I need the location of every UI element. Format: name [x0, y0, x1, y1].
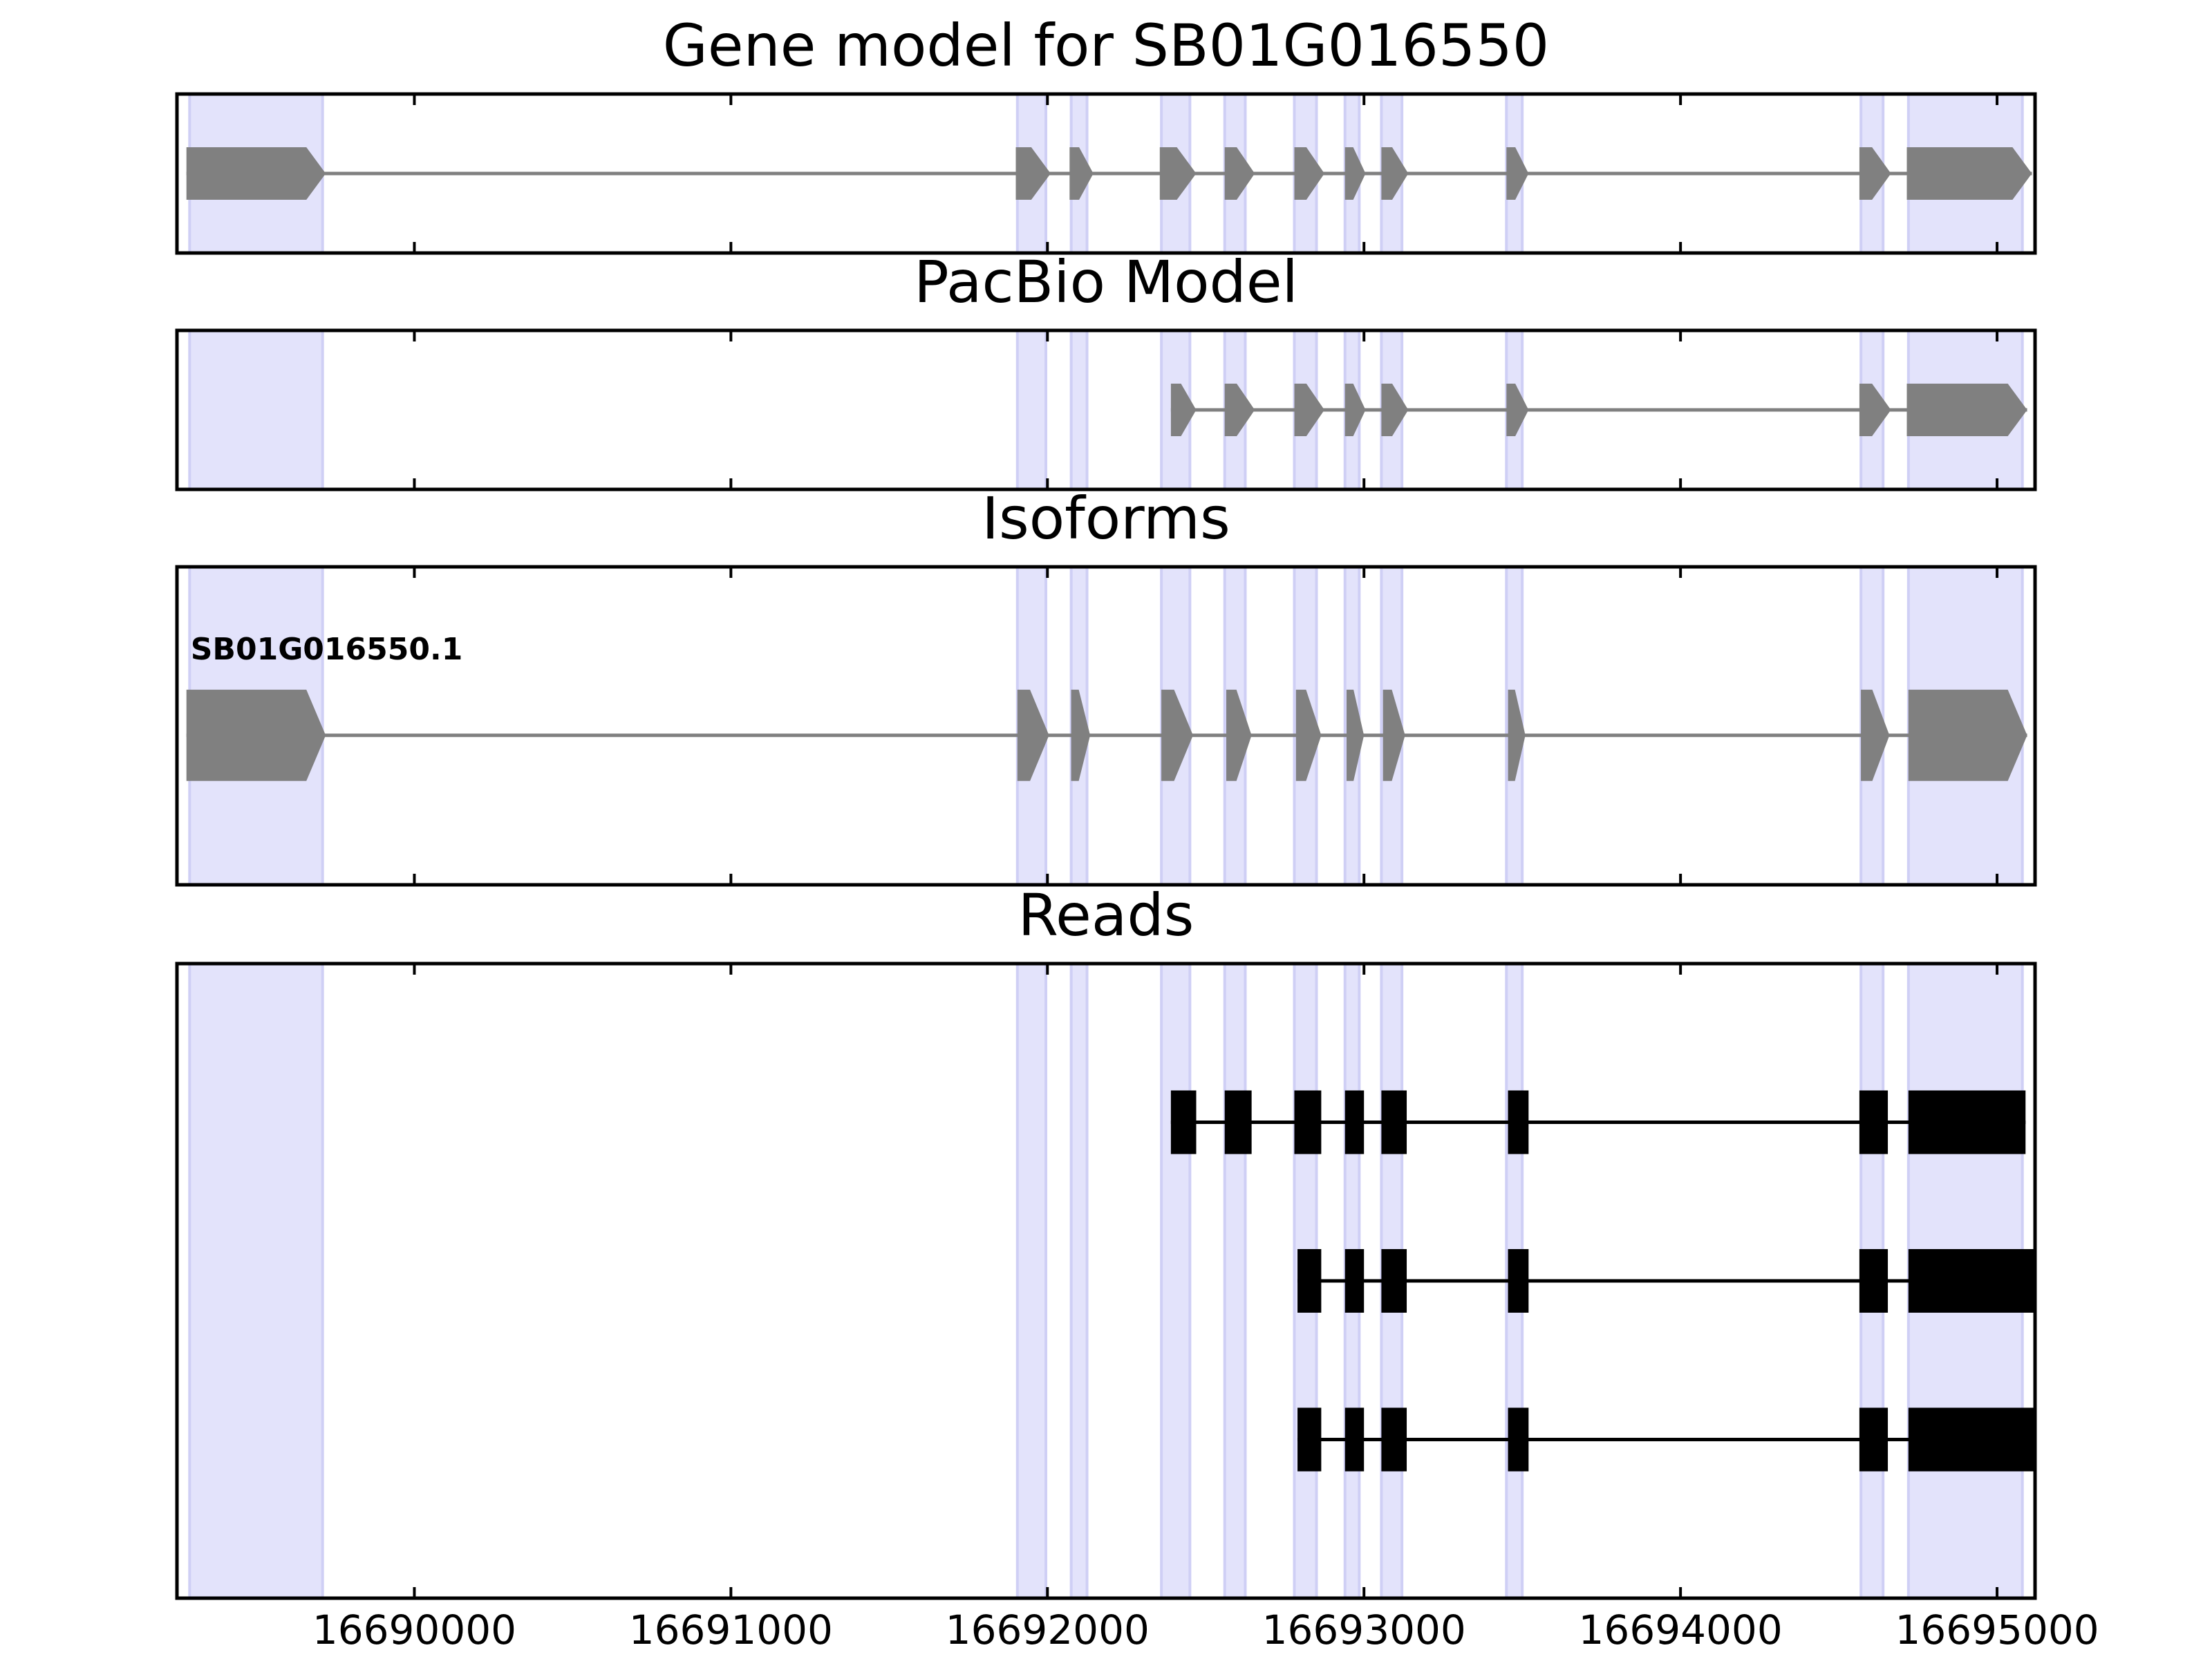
exon-arrow	[1906, 384, 2027, 436]
exon-arrow	[1170, 384, 1197, 436]
read-exon	[1908, 1407, 2035, 1472]
panel-frame	[175, 962, 2037, 1600]
panel-title: PacBio Model	[914, 248, 1298, 316]
panel-0: Gene model for SB01G016550	[175, 12, 2037, 255]
read-exon	[1297, 1249, 1322, 1313]
panel-title: Reads	[1018, 881, 1194, 949]
exon-arrow	[1161, 689, 1193, 781]
read-exon	[1859, 1090, 1888, 1154]
x-tick-label: 16692000	[946, 1606, 1150, 1653]
exon-arrow	[1159, 147, 1197, 200]
exon-arrow	[1859, 384, 1891, 436]
read-exon	[1224, 1090, 1252, 1154]
exon-arrow	[1861, 689, 1890, 781]
read-exon	[1908, 1090, 2026, 1154]
exon-arrow	[1859, 147, 1891, 200]
x-tick-label: 16693000	[1262, 1606, 1466, 1653]
read-exon	[1508, 1407, 1529, 1472]
exon-arrow	[1506, 384, 1529, 436]
exon-arrow	[1344, 384, 1366, 436]
panel-3: Reads	[175, 881, 2037, 1600]
x-tick-label: 16694000	[1579, 1606, 1783, 1653]
read-exon	[1381, 1249, 1407, 1313]
highlight-region	[1223, 962, 1247, 1600]
read-exon	[1344, 1249, 1365, 1313]
read-exon	[1381, 1090, 1407, 1154]
exon-arrow	[1506, 147, 1529, 200]
highlight-region	[1069, 329, 1089, 491]
x-tick-label: 16695000	[1895, 1606, 2099, 1653]
exon-arrow	[1294, 147, 1324, 200]
exon-arrow	[1226, 689, 1252, 781]
exon-arrow	[186, 147, 326, 200]
exon-arrow	[1224, 147, 1255, 200]
exon-arrow	[1294, 384, 1324, 436]
exon-arrow	[1069, 147, 1094, 200]
exon-arrow	[1508, 689, 1526, 781]
read-exon	[1859, 1407, 1888, 1472]
highlight-region	[1160, 962, 1192, 1600]
panel-frame	[175, 565, 2037, 887]
read-exon	[1297, 1407, 1322, 1472]
panel-title: Gene model for SB01G016550	[663, 12, 1549, 79]
highlight-region	[188, 962, 324, 1600]
exon-arrow	[1381, 384, 1409, 436]
highlight-region	[1015, 329, 1047, 491]
exon-arrow	[1071, 689, 1091, 781]
exon-arrow	[1015, 147, 1051, 200]
read-exon	[1294, 1090, 1322, 1154]
x-tick-label: 16691000	[629, 1606, 833, 1653]
panel-1: PacBio Model	[175, 248, 2037, 491]
exon-arrow	[1347, 689, 1365, 781]
panel-frame	[175, 328, 2037, 491]
read-exon	[1859, 1249, 1888, 1313]
exon-arrow	[186, 689, 326, 781]
isoform-label: SB01G016550.1	[191, 632, 463, 667]
read-exon	[1381, 1407, 1407, 1472]
exon-arrow	[1382, 689, 1405, 781]
highlight-region	[188, 329, 324, 491]
exon-arrow	[1908, 689, 2027, 781]
read-exon	[1344, 1407, 1365, 1472]
x-tick-label: 16690000	[312, 1606, 516, 1653]
panel-title: Isoforms	[982, 485, 1230, 552]
highlight-region	[1069, 962, 1089, 1600]
read-exon	[1344, 1090, 1365, 1154]
exon-arrow	[1224, 384, 1255, 436]
read-exon	[1170, 1090, 1197, 1154]
exon-arrow	[1295, 689, 1322, 781]
panel-frame	[175, 92, 2037, 255]
exon-arrow	[1381, 147, 1409, 200]
exon-arrow	[1017, 689, 1049, 781]
read-exon	[1508, 1090, 1529, 1154]
exon-arrow	[1344, 147, 1366, 200]
highlight-region	[1015, 962, 1047, 1600]
read-exon	[1508, 1249, 1529, 1313]
exon-arrow	[1906, 147, 2032, 200]
read-exon	[1908, 1249, 2035, 1313]
